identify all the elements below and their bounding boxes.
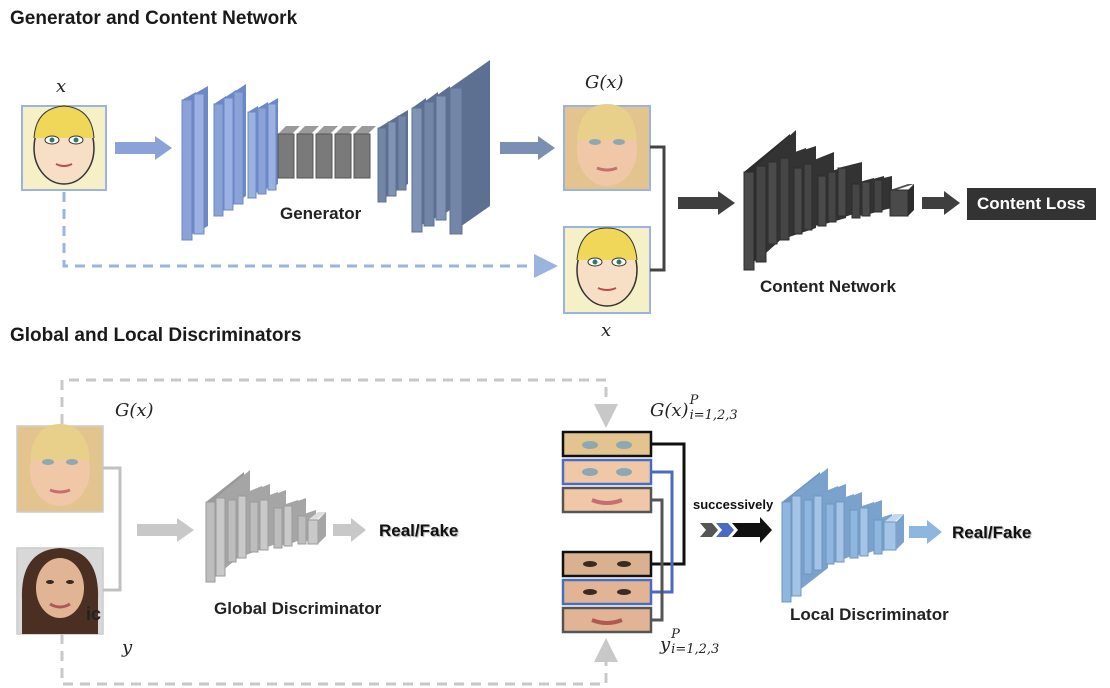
- arrow-input-to-generator: [115, 136, 172, 160]
- generated-photo: [563, 104, 651, 191]
- label-successively: successively: [693, 497, 774, 512]
- content-loss-box: Content Loss: [967, 188, 1096, 220]
- dashed-y-to-patches: [60, 634, 618, 686]
- y-patch-sub: i=1,2,3: [671, 642, 720, 657]
- y-patch-2: [561, 578, 653, 606]
- arrow-to-global-discriminator: [137, 518, 194, 542]
- arrow-global-to-output: [333, 518, 366, 542]
- input-sketch-copy: [563, 226, 651, 314]
- label-global-discriminator: Global Discriminator: [214, 599, 382, 618]
- gx-patch-1: [561, 430, 653, 458]
- input-sketch-image: [21, 105, 107, 191]
- gx-patch-sub: i=1,2,3: [689, 408, 738, 423]
- successive-chevron-arrows: [700, 517, 772, 543]
- generator-bottleneck: [277, 126, 376, 179]
- content-bracket: [650, 145, 666, 272]
- label-real-fake-global: Real/Fake: [379, 521, 459, 540]
- gx-patch-base: G(x): [650, 400, 689, 421]
- gx-patch-sup: P: [689, 393, 699, 408]
- arrow-local-to-output: [909, 520, 942, 544]
- label-x-bottom: x: [601, 320, 612, 341]
- arrow-generator-to-output: [500, 136, 555, 160]
- section-title-discriminators: Global and Local Discriminators: [10, 325, 302, 346]
- label-y-disc: y: [122, 637, 133, 658]
- y-patch-1: [561, 550, 653, 578]
- label-real-fake-local: Real/Fake: [952, 523, 1032, 542]
- svg-text:ic: ic: [86, 604, 101, 624]
- y-patch-sup: P: [671, 627, 680, 642]
- gx-patch-3: [561, 486, 653, 514]
- label-content-network: Content Network: [760, 277, 896, 296]
- arrow-to-content-network: [678, 191, 735, 215]
- label-local-discriminator: Local Discriminator: [790, 605, 949, 624]
- y-patch-base: y: [660, 634, 671, 655]
- patch-bracket-lines: [651, 442, 686, 622]
- patch-strips: [561, 430, 653, 634]
- generator-encoder: [181, 84, 278, 241]
- label-gx-disc: G(x): [115, 400, 154, 421]
- arrow-to-content-loss: [922, 191, 960, 215]
- section-title-generator: Generator and Content Network: [10, 8, 298, 29]
- global-bracket: [103, 466, 122, 592]
- dashed-gx-to-patches: [60, 378, 618, 428]
- label-x-input: x: [56, 76, 67, 97]
- dashed-skip-connection: [62, 192, 558, 278]
- y-patch-3: [561, 606, 653, 634]
- label-generator: Generator: [280, 204, 362, 223]
- generated-photo-disc-input: [16, 424, 104, 513]
- label-gx-output: G(x): [585, 72, 624, 93]
- global-discriminator: [205, 470, 326, 583]
- gx-patch-2: [561, 458, 653, 486]
- real-photo: ic: [16, 547, 104, 635]
- content-network: [743, 130, 914, 271]
- generator-decoder: [377, 60, 490, 235]
- local-discriminator: [781, 468, 904, 603]
